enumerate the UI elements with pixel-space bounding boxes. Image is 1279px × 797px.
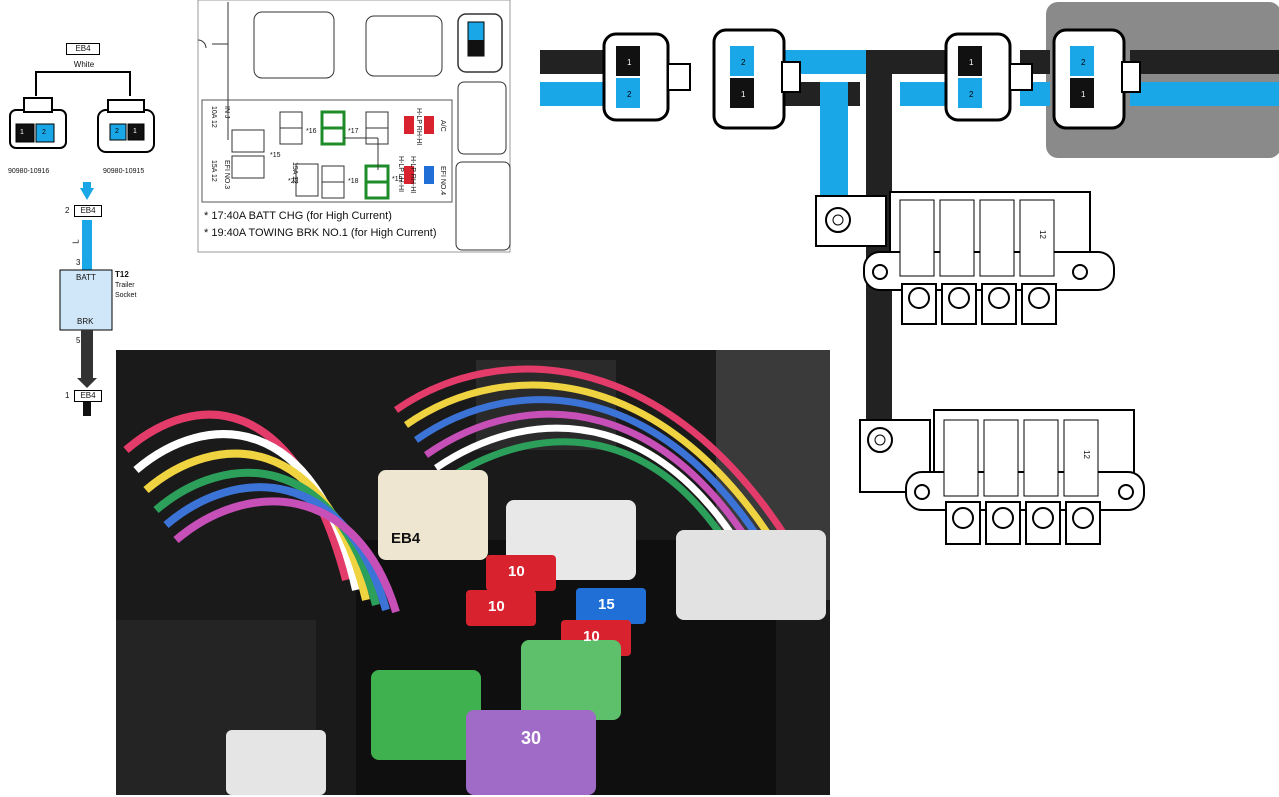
slot-22: *22 xyxy=(288,178,299,185)
component-name-1: Trailer xyxy=(115,282,135,289)
component-id: T12 xyxy=(115,270,129,279)
batt-label: BATT xyxy=(76,273,96,282)
fuse-value-4: 10 xyxy=(583,628,600,645)
pin-label-left-1: 1 xyxy=(20,129,24,136)
part-number-left: 90980-10916 xyxy=(8,168,50,175)
slot-16: *16 xyxy=(306,128,317,135)
fuse-label-15a-left: 15A 12 xyxy=(210,160,217,182)
connector3-pin1: 1 xyxy=(969,58,974,67)
fuse-label-10a: 10A 12 xyxy=(210,106,217,128)
slot-19: *19 xyxy=(392,176,403,183)
note-towing-brk: * 19:40A TOWING BRK NO.1 (for High Curre… xyxy=(204,227,437,239)
fuse-label-ac: A/C xyxy=(439,120,446,132)
fuse-box-layout: IN J 10A 12 EFI NO.3 15A 12 15A 12 A/C H… xyxy=(190,0,520,260)
connector4-pin2: 2 xyxy=(1081,58,1086,67)
fuse-value-1: 10 xyxy=(508,563,525,580)
slot-17: *17 xyxy=(348,128,359,135)
connector4-pin1: 1 xyxy=(1081,90,1086,99)
photo-illustration xyxy=(116,350,830,795)
connector2-pin1: 1 xyxy=(741,90,746,99)
pin-bottom-5: 5 xyxy=(76,336,81,345)
fuse-block1-label: 12 xyxy=(1037,230,1047,239)
fuse-label-hlp-rh-hi: H-LP RH-HI xyxy=(415,108,422,146)
fuse-value-2: 10 xyxy=(488,598,505,615)
slot-15: *15 xyxy=(270,152,281,159)
pin-mid-number: 3 xyxy=(76,258,81,267)
slot-18: *18 xyxy=(348,178,359,185)
fuse-value-3: 15 xyxy=(598,596,615,613)
connector-schematic: EB4 White 1 2 2 1 90980-10916 90980-1091… xyxy=(0,0,190,420)
brk-label: BRK xyxy=(77,317,94,326)
add-on-wiring-diagram xyxy=(540,2,1279,545)
fuse-label-efi3: EFI NO.3 xyxy=(223,160,230,190)
connector-color-label: White xyxy=(73,60,95,69)
note-batt-chg: * 17:40A BATT CHG (for High Current) xyxy=(204,210,392,222)
pin-label-right-1: 1 xyxy=(133,128,137,135)
fuse-value-5: 30 xyxy=(521,728,542,748)
component-name-2: Socket xyxy=(115,292,137,299)
fuse-box-drawing xyxy=(197,0,511,253)
pin-label-left-2: 2 xyxy=(42,129,46,136)
fuse-label-in-j: IN J xyxy=(223,106,230,119)
connector2-pin2: 2 xyxy=(741,58,746,67)
wiring-path xyxy=(59,182,113,416)
part-number-right: 90980-10915 xyxy=(103,168,145,175)
eb4-pin-top-tag: EB4 xyxy=(74,205,102,217)
connector-bracket xyxy=(9,71,155,153)
connector1-pin2: 2 xyxy=(627,90,632,99)
pin-top-number: 2 xyxy=(65,206,70,215)
connector1-pin1: 1 xyxy=(627,58,632,67)
fuse-label-hlp-rh-hi-2: H-LP RH-HI xyxy=(409,156,416,194)
fuse-label-hlp-lh-hi: H-LP LH-HI xyxy=(397,156,404,193)
wire-color-code: L xyxy=(71,239,81,244)
fuse-block2-label: 12 xyxy=(1081,450,1091,459)
engine-bay-photo: EB4 10 10 15 10 30 xyxy=(116,350,830,795)
eb4-pin-bottom-tag: EB4 xyxy=(74,390,102,402)
fuse-label-efi4: EFI NO.4 xyxy=(439,166,446,196)
pin-label-right-2: 2 xyxy=(115,128,119,135)
photo-eb4-label: EB4 xyxy=(391,530,421,547)
eb4-tag: EB4 xyxy=(66,43,100,55)
pin-bottom-1: 1 xyxy=(65,391,70,400)
connector3-pin2: 2 xyxy=(969,90,974,99)
